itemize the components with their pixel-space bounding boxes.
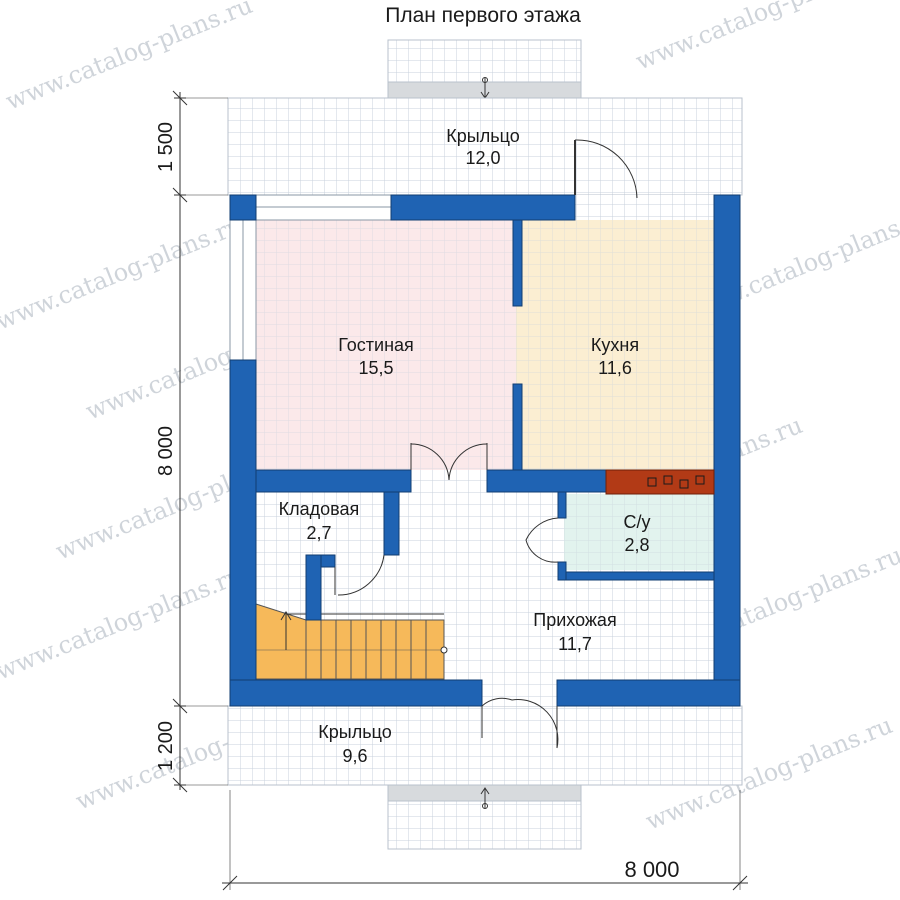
- hall-area: 11,7: [558, 634, 592, 654]
- door-swings: [334, 139, 638, 749]
- svg-text:www.catalog-plans.ru: www.catalog-plans.ru: [632, 0, 887, 76]
- pantry-name: Кладовая: [279, 499, 360, 519]
- hall-name: Прихожая: [533, 610, 616, 630]
- dimension-vertical: [172, 90, 228, 793]
- svg-text:www.catalog-plans.ru: www.catalog-plans.ru: [0, 561, 246, 686]
- porch-top-name: Крыльцо: [446, 126, 519, 146]
- pantry-area: 2,7: [306, 523, 331, 543]
- dim-house-width: 8 000: [624, 857, 679, 882]
- bathroom-area: 2,8: [624, 535, 649, 555]
- living-room-name: Гостиная: [338, 335, 414, 355]
- kitchen-area: 11,6: [598, 358, 632, 378]
- plan-title: План первого этажа: [385, 4, 581, 27]
- svg-text:www.catalog-plans.ru: www.catalog-plans.ru: [0, 211, 246, 336]
- porch-bottom-area: 9,6: [342, 746, 367, 766]
- dim-house-depth: 8 000: [155, 426, 177, 476]
- bathroom-name: С/у: [624, 512, 651, 532]
- dim-porch-top: 1 500: [155, 122, 177, 172]
- porch-bottom-name: Крыльцо: [318, 722, 391, 742]
- living-room-area: 15,5: [358, 358, 393, 378]
- porch-top-area: 12,0: [465, 148, 500, 168]
- kitchen-name: Кухня: [591, 335, 639, 355]
- interior-walls: [255, 219, 715, 621]
- exterior-walls: [229, 194, 741, 707]
- dim-porch-bottom: 1 200: [155, 721, 177, 771]
- stove: [605, 469, 715, 495]
- dimension-horizontal: [222, 790, 748, 891]
- staircase: [255, 603, 448, 680]
